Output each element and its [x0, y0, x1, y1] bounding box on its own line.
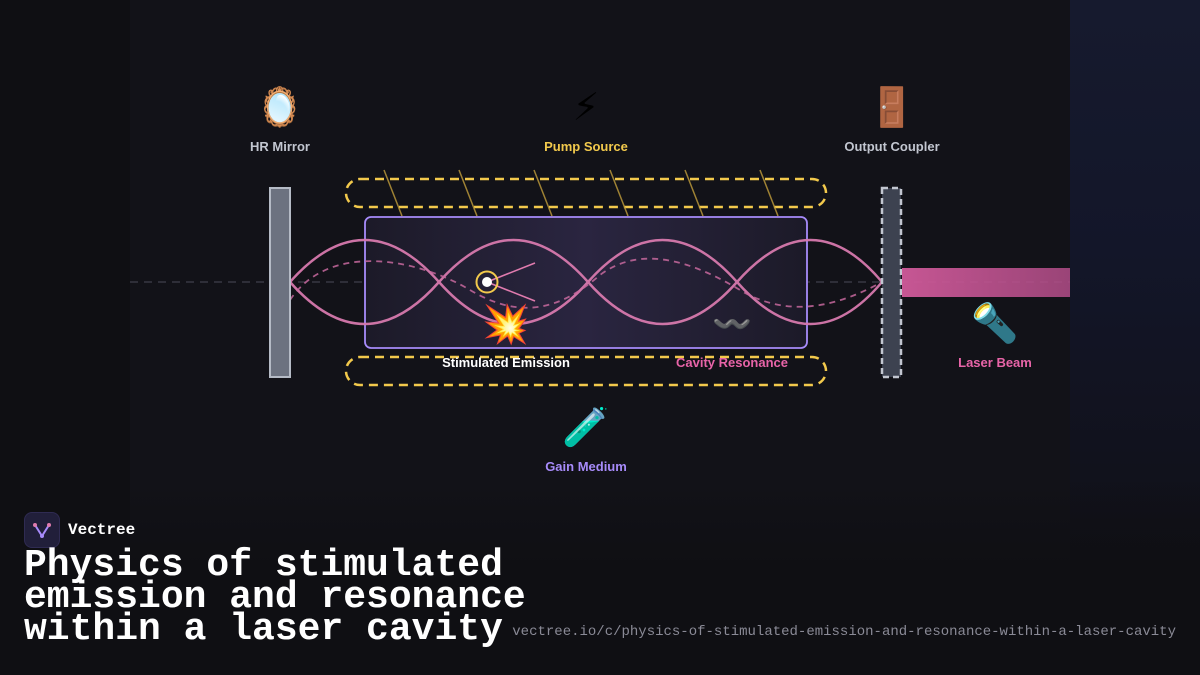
photon-event — [475, 262, 536, 302]
pump-source-label: Pump Source — [544, 139, 628, 154]
collision-icon: 💥 — [482, 302, 530, 346]
gain-medium-label: Gain Medium — [545, 459, 627, 474]
output-coupler — [880, 186, 903, 379]
pump-rays — [383, 169, 779, 217]
lightning-icon: ⚡ — [572, 85, 600, 129]
laser-beam-label: Laser Beam — [958, 355, 1032, 370]
pump-loop-bottom — [344, 355, 828, 387]
door-icon: 🚪 — [868, 85, 916, 129]
page-title: Physics of stimulated emission and reson… — [24, 544, 526, 651]
output-coupler-label: Output Coupler — [844, 139, 940, 154]
page-url[interactable]: vectree.io/c/physics-of-stimulated-emiss… — [512, 624, 1176, 640]
bottom-fade — [0, 480, 1200, 675]
hr-mirror — [269, 187, 291, 378]
cavity-resonance-label: Cavity Resonance — [676, 355, 788, 370]
laser-cavity-diagram — [130, 169, 1070, 387]
pump-loop-top — [344, 177, 828, 209]
mirror-icon: 🪞 — [256, 85, 304, 129]
beam-glow-panel — [1070, 0, 1200, 560]
standing-wave — [289, 238, 883, 326]
flashlight-icon: 🔦 — [971, 301, 1019, 345]
test-tube-icon: 🧪 — [562, 405, 610, 449]
brand-logo-icon — [24, 512, 60, 548]
wave-icon: 〰️ — [712, 305, 752, 343]
dashed-wave — [289, 257, 883, 309]
brand-name: Vectree — [68, 521, 136, 539]
hr-mirror-label: HR Mirror — [250, 139, 310, 154]
brand[interactable]: Vectree — [24, 512, 135, 548]
stimulated-emission-label: Stimulated Emission — [442, 355, 570, 370]
laser-beam — [902, 268, 1070, 297]
